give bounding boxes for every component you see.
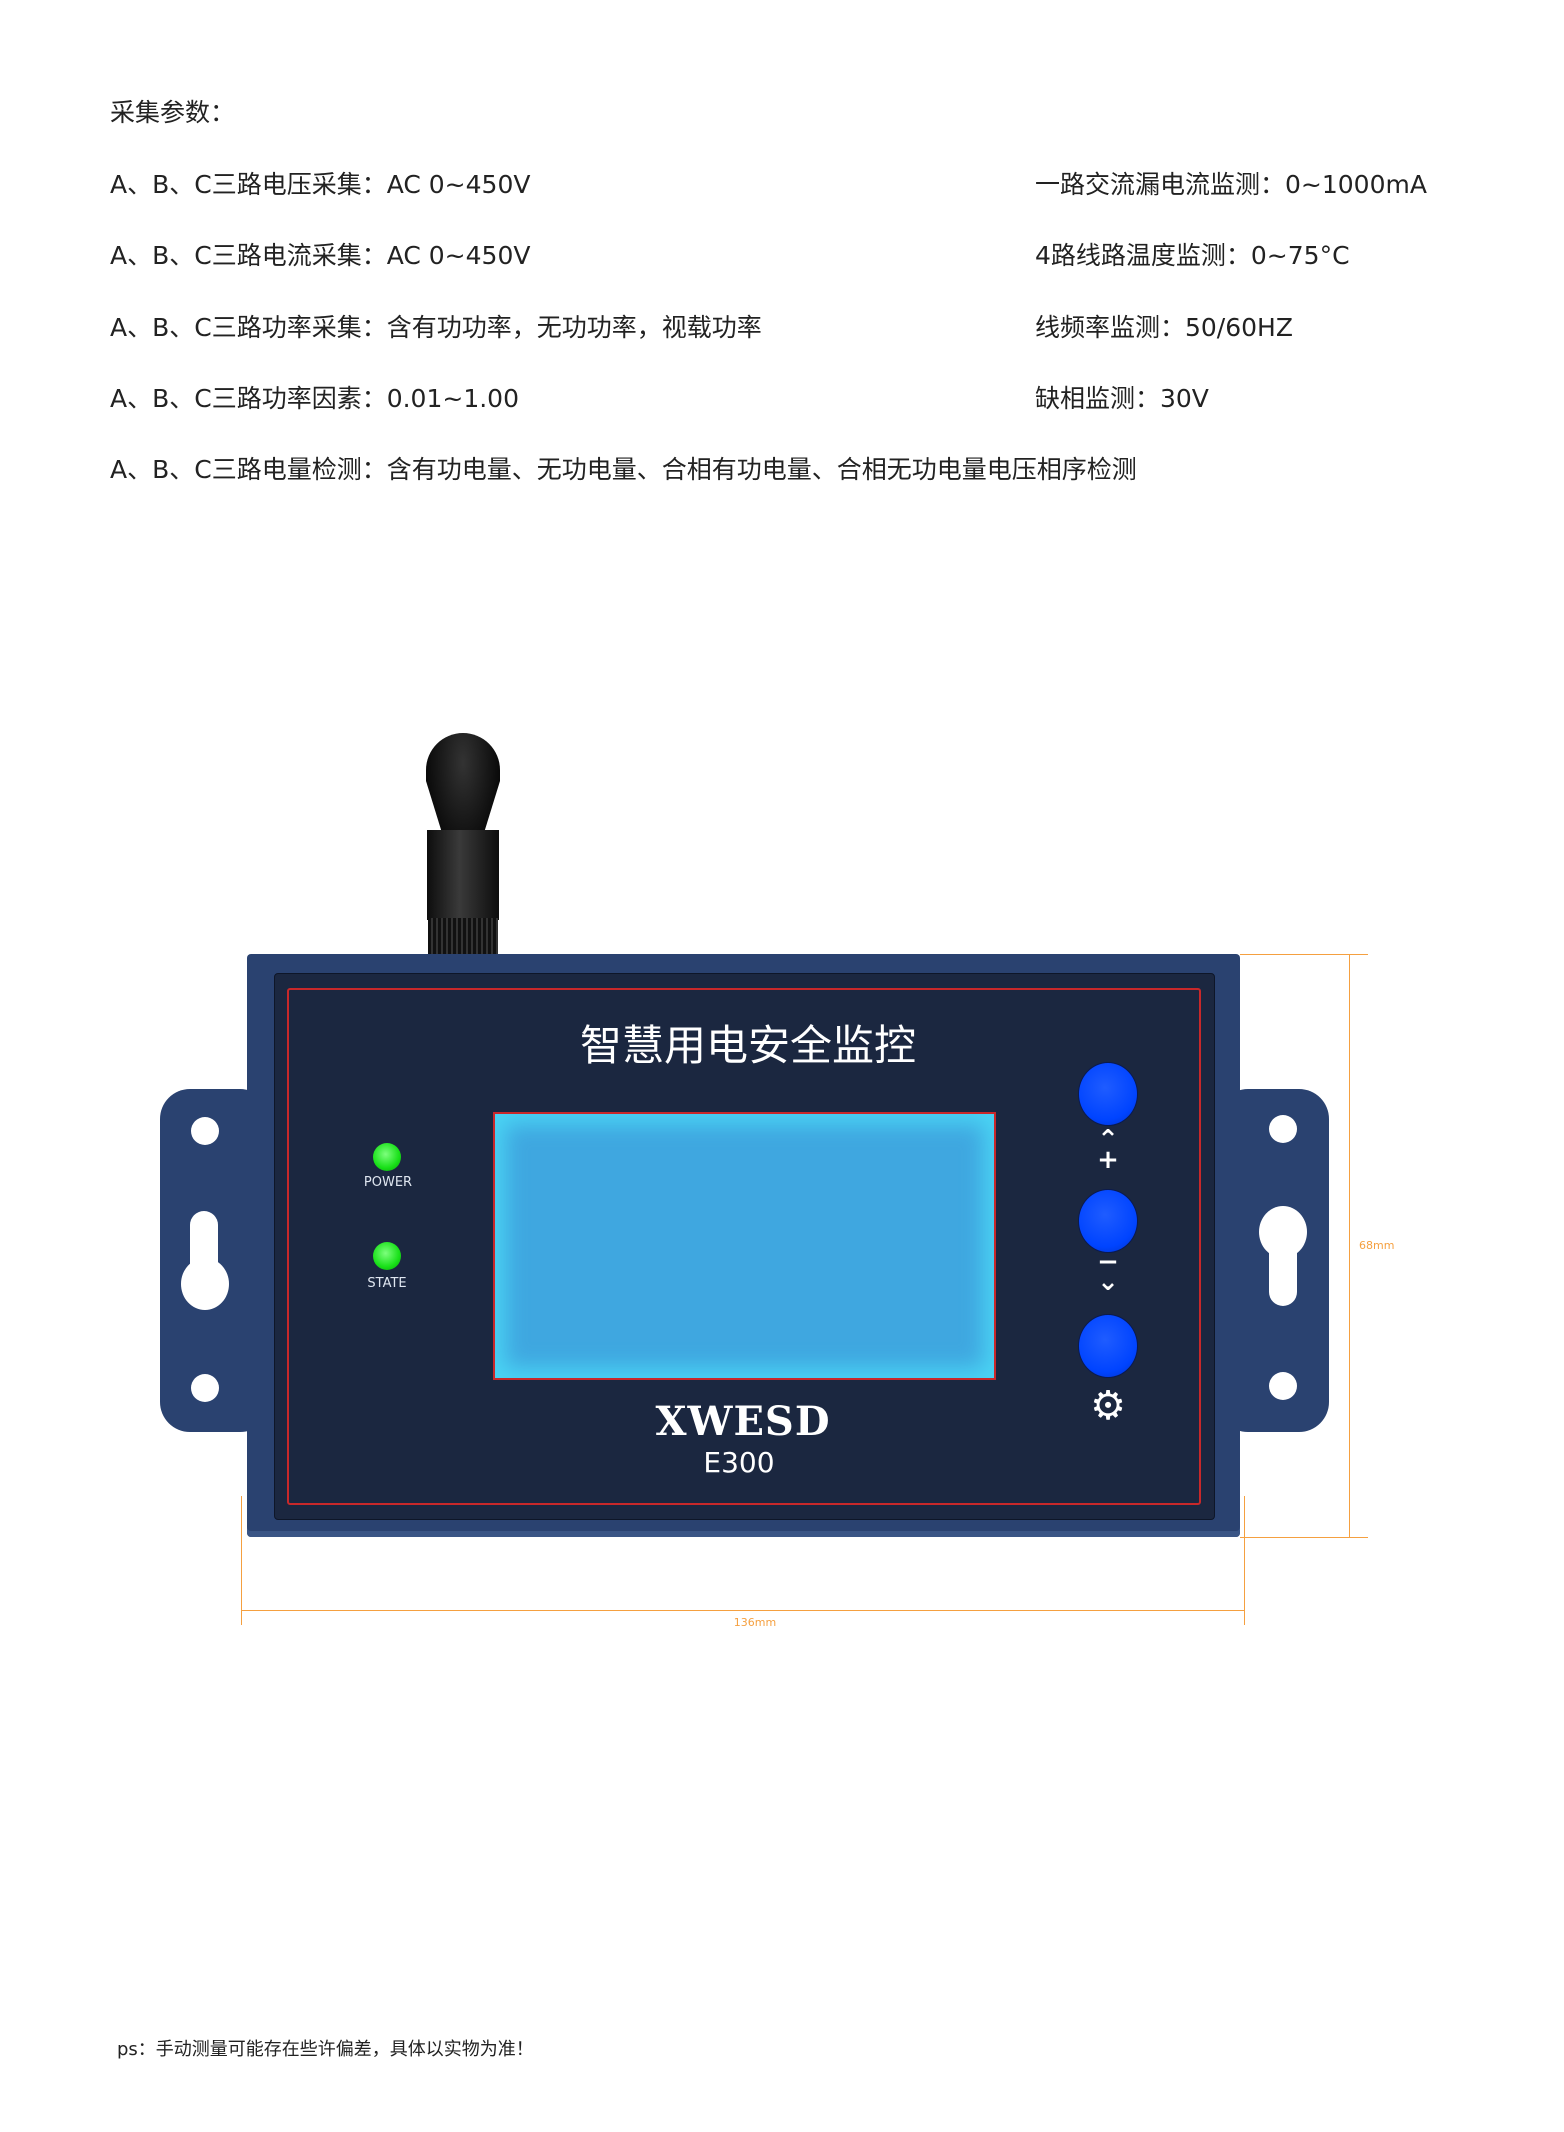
- mount-hole: [1269, 1372, 1297, 1400]
- spec-right-3: 线频率监测：50/60HZ: [1035, 313, 1293, 342]
- up-plus-icon: ⌃+: [1097, 1125, 1119, 1175]
- power-led-label: POWER: [363, 1175, 413, 1190]
- spec-left-1: A、B、C三路电压采集：AC 0~450V: [110, 170, 531, 199]
- panel-title: 智慧用电安全监控: [579, 1021, 917, 1070]
- settings-button[interactable]: [1078, 1314, 1138, 1378]
- keyhole-slot: [181, 1258, 229, 1310]
- mount-hole: [191, 1117, 219, 1145]
- keyhole-slot: [1269, 1230, 1297, 1306]
- spec-right-4: 缺相监测：30V: [1035, 384, 1209, 413]
- mount-hole: [191, 1374, 219, 1402]
- down-minus-button[interactable]: [1078, 1189, 1138, 1253]
- spec-left-5: A、B、C三路电量检测：含有功电量、无功电量、合相有功电量、合相无功电量电压相序…: [110, 455, 1137, 484]
- width-dimension-label: 136mm: [733, 1616, 777, 1629]
- spec-left-2: A、B、C三路电流采集：AC 0~450V: [110, 241, 531, 270]
- spec-left-4: A、B、C三路功率因素：0.01~1.00: [110, 384, 519, 413]
- brand-logo: XWESD: [655, 1398, 831, 1445]
- spec-right-1: 一路交流漏电流监测：0~1000mA: [1035, 170, 1427, 199]
- spec-left-3: A、B、C三路功率采集：含有功功率，无功功率，视载功率: [110, 313, 762, 342]
- panel-red-border: [287, 988, 1201, 1505]
- down-minus-icon: −⌄: [1097, 1247, 1119, 1297]
- section-heading: 采集参数：: [110, 98, 236, 127]
- up-plus-button[interactable]: [1078, 1062, 1138, 1126]
- power-led: [373, 1143, 401, 1171]
- footer-note: ps：手动测量可能存在些许偏差，具体以实物为准！: [117, 2039, 534, 2060]
- state-led-label: STATE: [367, 1276, 407, 1291]
- lcd-screen: [493, 1112, 996, 1380]
- state-led: [373, 1242, 401, 1270]
- mount-hole: [1269, 1115, 1297, 1143]
- spec-right-2: 4路线路温度监测：0~75°C: [1035, 241, 1350, 270]
- model-label: E300: [703, 1446, 775, 1479]
- gear-icon: ⚙: [1090, 1383, 1126, 1429]
- height-dimension-label: 68mm: [1359, 1239, 1395, 1252]
